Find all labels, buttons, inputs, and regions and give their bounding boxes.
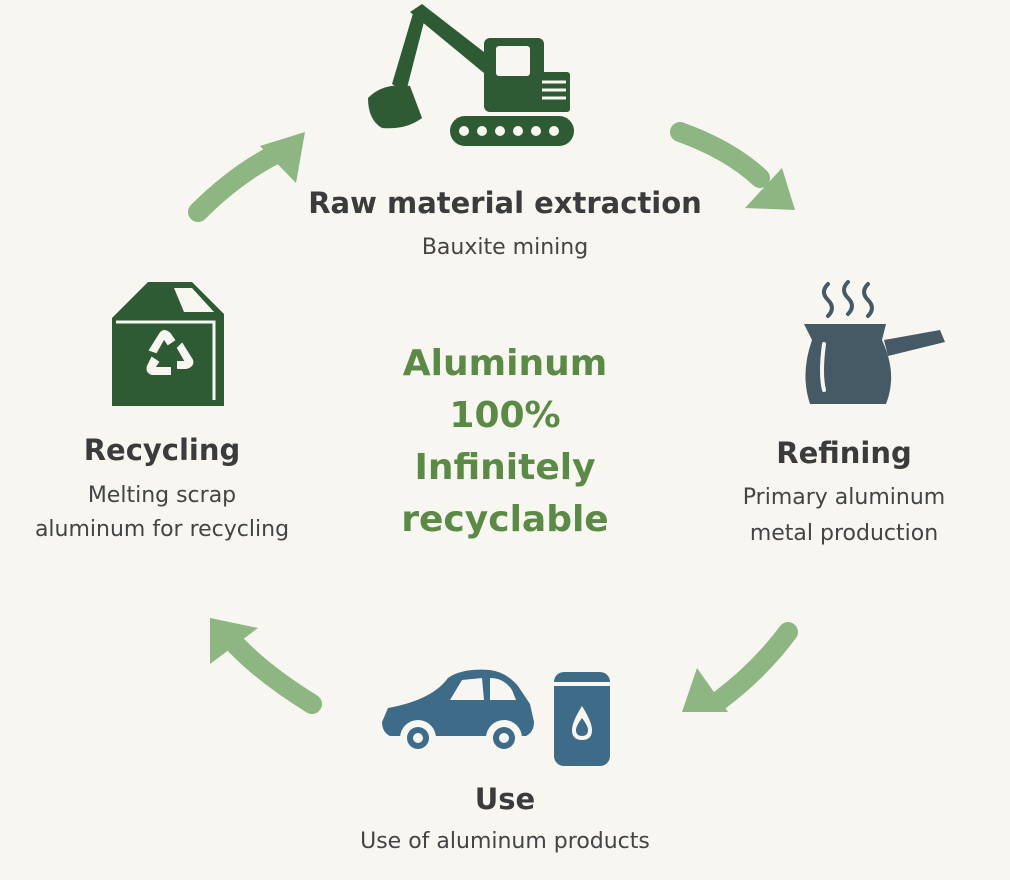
- stage-title-refining: Refining: [776, 436, 912, 470]
- arrowhead-to-recycling: [210, 618, 258, 664]
- car-and-can-icon: [382, 669, 610, 766]
- center-line-2: 100%: [449, 395, 561, 436]
- arrowhead-to-use: [682, 668, 728, 712]
- stage-desc-refining-line2: metal production: [749, 521, 939, 546]
- center-message: Aluminum 100% Infinitely recyclable: [355, 338, 655, 546]
- arrow-recycling-to-extraction: [188, 145, 284, 222]
- arrow-refining-to-use: [710, 622, 798, 710]
- stage-desc-extraction: Bauxite mining: [421, 235, 589, 260]
- stage-desc-use: Use of aluminum products: [360, 829, 650, 854]
- center-line-3: Infinitely: [414, 447, 596, 488]
- arrowhead-to-refining: [745, 168, 795, 210]
- center-line-4: recyclable: [401, 499, 609, 540]
- arrow-use-to-recycling: [226, 635, 322, 714]
- stage-title-use: Use: [474, 782, 536, 816]
- stage-desc-recycling-line2: aluminum for recycling: [34, 517, 290, 542]
- stage-title-recycling: Recycling: [83, 433, 241, 467]
- stage-title-extraction: Raw material extraction: [308, 186, 702, 220]
- arrow-extraction-to-refining: [670, 122, 770, 188]
- arrowhead-to-extraction: [260, 132, 305, 183]
- stage-desc-recycling-line1: Melting scrap: [87, 483, 237, 508]
- center-line-1: Aluminum: [402, 343, 608, 384]
- recycle-box-icon: [112, 282, 224, 406]
- steaming-pot-icon: [804, 280, 945, 404]
- stage-desc-refining-line1: Primary aluminum: [742, 485, 946, 510]
- excavator-icon: [368, 4, 574, 146]
